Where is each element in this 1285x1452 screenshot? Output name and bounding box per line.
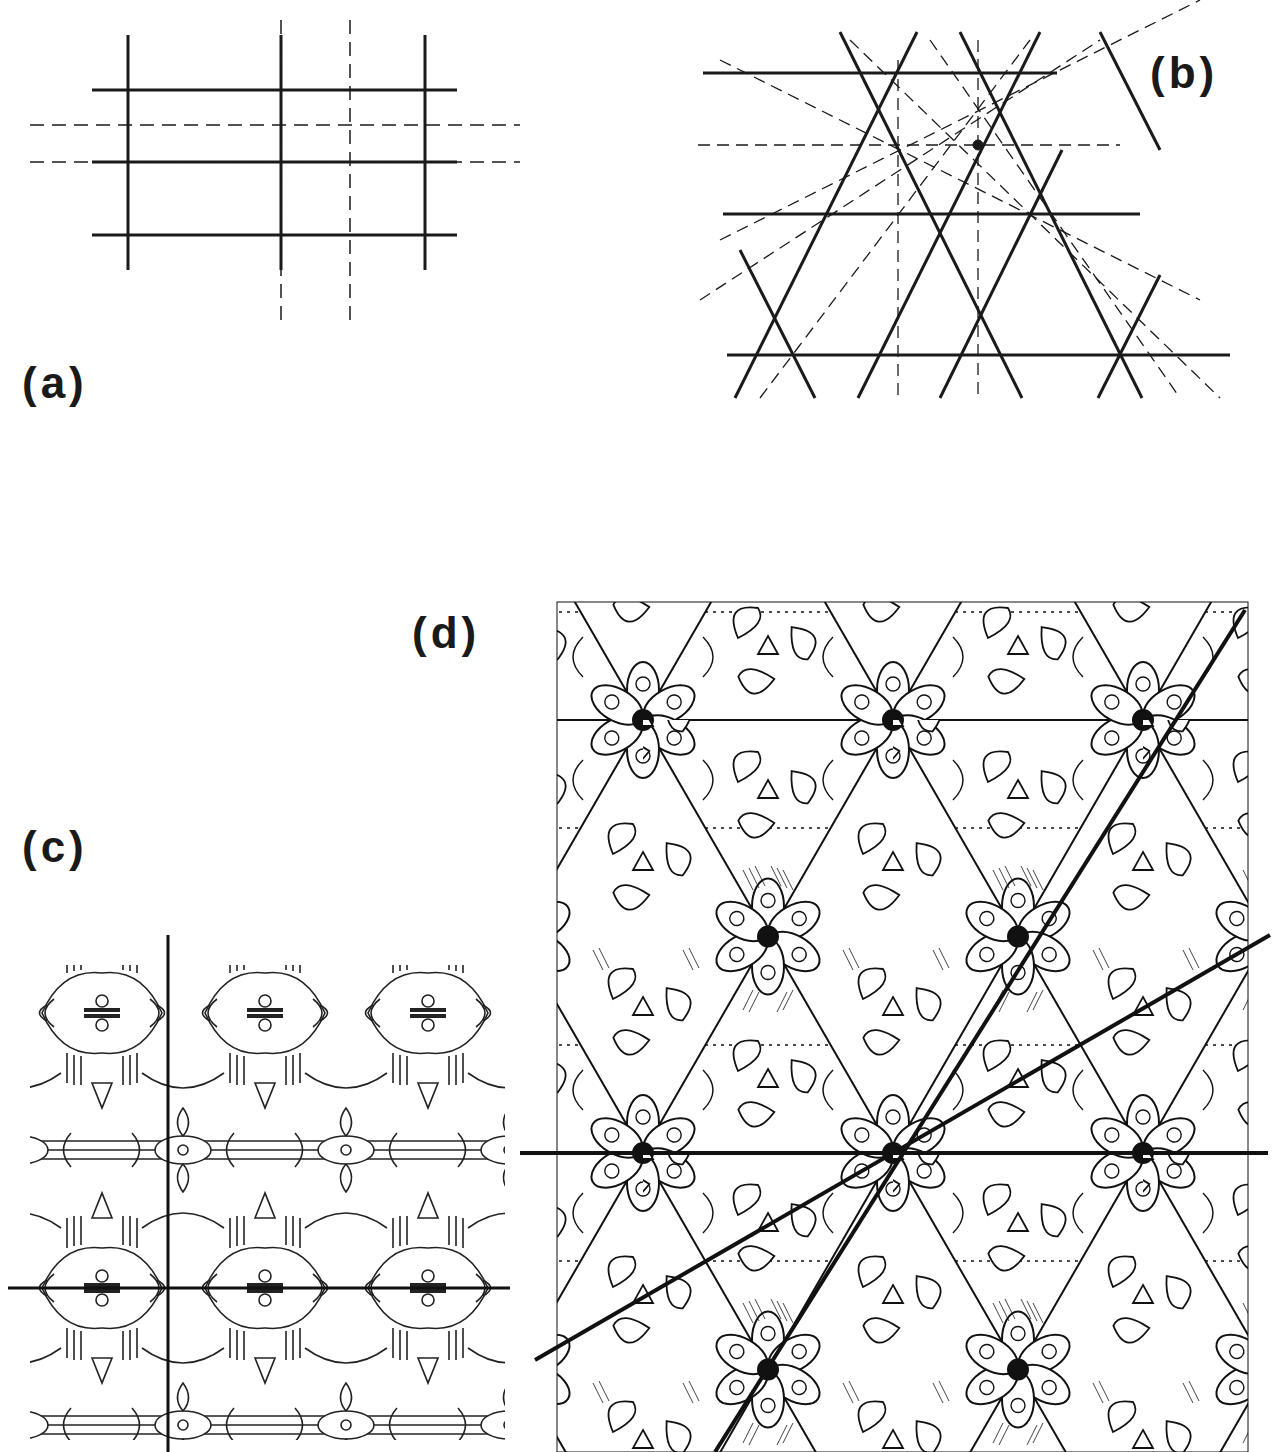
panel-a-grid (30, 20, 520, 325)
panel-d-pattern (520, 602, 1270, 1452)
panel-label: (a) (20, 358, 90, 408)
panel-b-grid (698, 0, 1230, 398)
panel-label: (c) (20, 822, 90, 872)
panel-label: (b) (1148, 48, 1220, 98)
panel-c-pattern (8, 935, 510, 1452)
panel-label: (d) (410, 608, 482, 658)
